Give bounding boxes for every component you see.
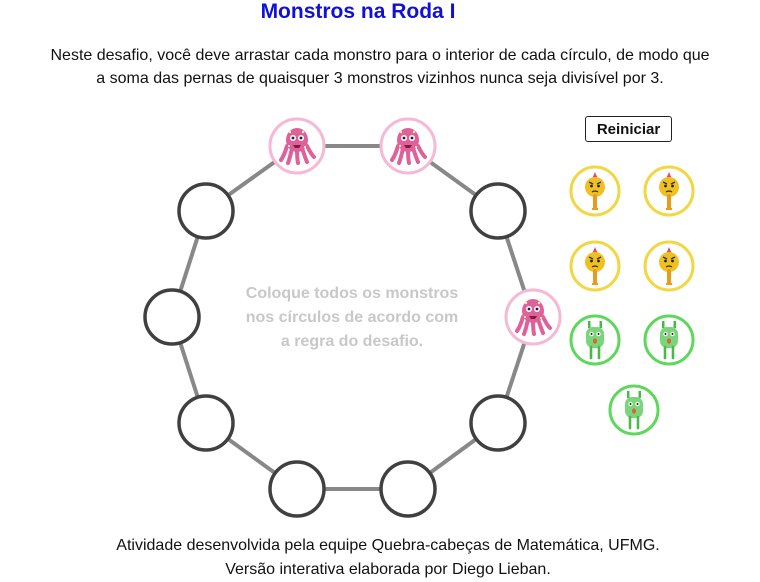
two-leg-monster[interactable] xyxy=(569,314,621,366)
hint-line-2: nos círculos de acordo com xyxy=(245,309,459,326)
ring-slot[interactable] xyxy=(177,182,235,240)
hint-line-3: a regra do desafio. xyxy=(280,333,424,350)
instructions-line-2: a soma das pernas de quaisquer 3 monstro… xyxy=(96,70,664,87)
ring-slot[interactable] xyxy=(379,460,437,518)
credits-footer: Atividade desenvolvida pela equipe Quebr… xyxy=(0,534,760,582)
ring-slot[interactable] xyxy=(143,288,201,346)
board-hint: Coloque todos os monstros nos círculos d… xyxy=(232,282,472,354)
instructions-line-1: Neste desafio, você deve arrastar cada m… xyxy=(50,47,710,64)
one-leg-monster[interactable] xyxy=(569,165,621,217)
two-leg-monster[interactable] xyxy=(643,314,695,366)
one-leg-monster[interactable] xyxy=(643,240,695,292)
ring-slots xyxy=(143,117,562,518)
two-leg-monster[interactable] xyxy=(608,384,660,436)
ring-slot[interactable] xyxy=(504,288,562,346)
ring-slot[interactable] xyxy=(268,117,326,175)
page-title: Monstros na Roda I xyxy=(260,0,456,23)
credits-line-1: Atividade desenvolvida pela equipe Quebr… xyxy=(116,537,660,554)
monster-pool xyxy=(569,165,695,436)
one-leg-monster[interactable] xyxy=(643,165,695,217)
ring-slot[interactable] xyxy=(268,460,326,518)
ring-slot[interactable] xyxy=(469,182,527,240)
ring-slot[interactable] xyxy=(379,117,437,175)
ring-slot[interactable] xyxy=(177,394,235,452)
hint-line-1: Coloque todos os monstros xyxy=(245,285,459,302)
reset-button[interactable]: Reiniciar xyxy=(585,116,672,142)
one-leg-monster[interactable] xyxy=(569,240,621,292)
ring-slot[interactable] xyxy=(469,394,527,452)
instructions: Neste desafio, você deve arrastar cada m… xyxy=(40,44,720,90)
credits-line-2: Versão interativa elaborada por Diego Li… xyxy=(225,561,551,578)
